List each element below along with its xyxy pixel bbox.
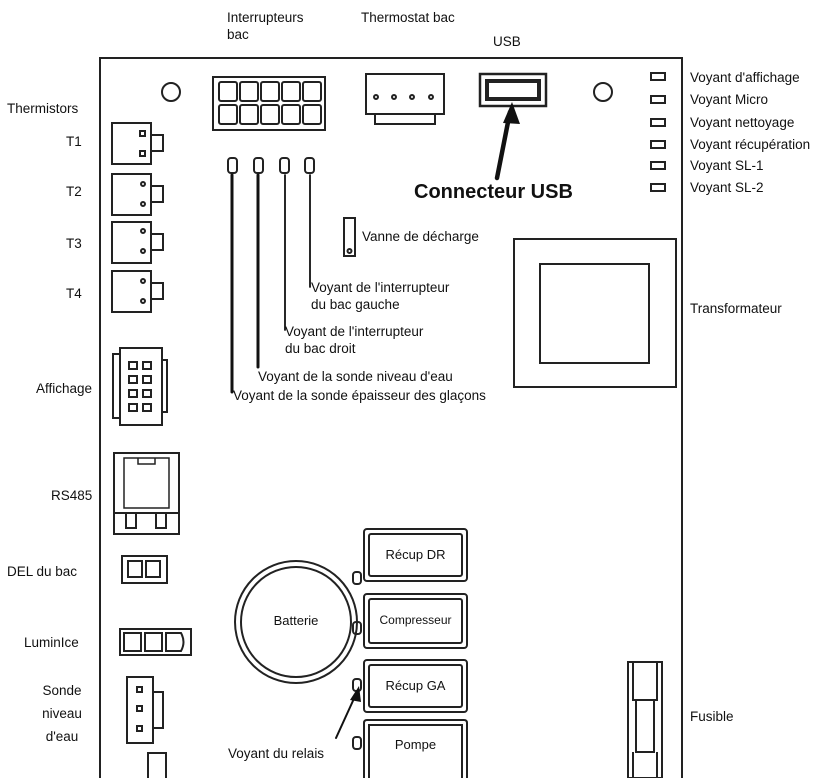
relay-arrowhead bbox=[350, 686, 361, 702]
relay-compresseur: Compresseur bbox=[379, 613, 452, 627]
usb-arrowhead bbox=[503, 102, 520, 124]
label-t2: T2 bbox=[66, 184, 82, 199]
bin-led-connector bbox=[121, 555, 168, 584]
label-voyant-niveau-eau: Voyant de la sonde niveau d'eau bbox=[258, 369, 453, 384]
water-level-probe-connector bbox=[126, 676, 167, 778]
status-leds bbox=[650, 72, 666, 192]
mounting-hole-left bbox=[161, 82, 181, 102]
label-line: du bac gauche bbox=[311, 297, 400, 312]
label-thermistors: Thermistors bbox=[7, 101, 79, 116]
label-transformateur: Transformateur bbox=[690, 301, 782, 316]
usb-connector bbox=[478, 72, 548, 108]
relay-recup-dr: Récup DR bbox=[385, 547, 446, 562]
label-rs485: RS485 bbox=[51, 488, 93, 503]
label-voyant-bac-droit: Voyant de l'interrupteur du bac droit bbox=[285, 323, 423, 357]
label-voyant-nettoyage: Voyant nettoyage bbox=[690, 115, 795, 130]
relays bbox=[363, 528, 468, 778]
dump-valve-indicator bbox=[343, 217, 356, 257]
label-vanne-decharge: Vanne de décharge bbox=[362, 229, 479, 244]
label-t4: T4 bbox=[66, 286, 82, 301]
label-del-du-bac: DEL du bac bbox=[7, 564, 78, 579]
label-voyant-sl1: Voyant SL-1 bbox=[690, 158, 764, 173]
board-outline bbox=[99, 57, 683, 778]
label-line: du bac droit bbox=[285, 341, 356, 356]
label-usb: USB bbox=[493, 34, 521, 49]
transformer bbox=[513, 238, 677, 388]
label-t3: T3 bbox=[66, 236, 82, 251]
label-sonde-niveau-eau: Sonde niveau d'eau bbox=[30, 682, 94, 745]
label-batterie: Batterie bbox=[273, 613, 319, 628]
label-line: Voyant de l'interrupteur bbox=[285, 324, 424, 339]
relay-pompe: Pompe bbox=[394, 737, 437, 752]
label-thermostat-bac: Thermostat bac bbox=[361, 10, 455, 25]
label-voyant-micro: Voyant Micro bbox=[690, 92, 769, 107]
mounting-hole-right bbox=[593, 82, 613, 102]
label-line: Sonde bbox=[42, 683, 82, 698]
label-line: Voyant de l'interrupteur bbox=[311, 280, 450, 295]
label-fusible: Fusible bbox=[690, 709, 734, 724]
label-interrupteurs-bac: Interrupteurs bac bbox=[227, 9, 304, 43]
relay-leds bbox=[352, 571, 362, 750]
label-line: niveau bbox=[42, 706, 82, 721]
bin-switch-connector bbox=[212, 76, 326, 131]
luminice-connector bbox=[119, 628, 192, 656]
label-luminice: LuminIce bbox=[24, 635, 79, 650]
label-voyant-epaisseur: Voyant de la sonde épaisseur des glaçons bbox=[233, 388, 486, 403]
thermistor-connectors bbox=[111, 122, 164, 313]
label-voyant-bac-gauche: Voyant de l'interrupteur du bac gauche bbox=[311, 279, 449, 313]
label-connecteur-usb: Connecteur USB bbox=[414, 181, 573, 203]
rs485-jack bbox=[113, 452, 180, 535]
bin-leds bbox=[227, 157, 315, 174]
label-line: bac bbox=[227, 27, 249, 42]
fuse-holder bbox=[627, 661, 663, 778]
bin-thermostat-connector bbox=[365, 73, 445, 125]
label-voyant-recuperation: Voyant récupération bbox=[690, 137, 811, 152]
label-line: Interrupteurs bbox=[227, 10, 304, 25]
label-voyant-affichage: Voyant d'affichage bbox=[690, 70, 800, 85]
display-connector bbox=[112, 347, 168, 426]
label-line: d'eau bbox=[45, 729, 79, 744]
label-voyant-relais: Voyant du relais bbox=[228, 746, 325, 761]
label-t1: T1 bbox=[66, 134, 82, 149]
relay-recup-ga: Récup GA bbox=[385, 678, 446, 693]
label-voyant-sl2: Voyant SL-2 bbox=[690, 180, 764, 195]
label-affichage: Affichage bbox=[36, 381, 93, 396]
